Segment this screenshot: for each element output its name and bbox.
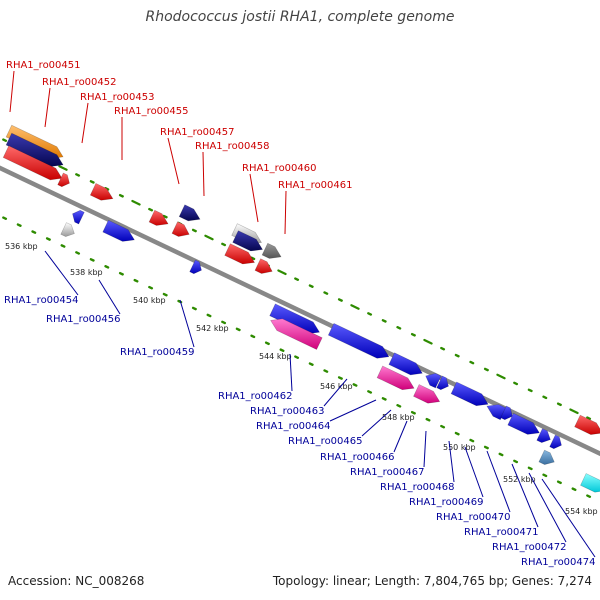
gene-red[interactable] bbox=[574, 414, 600, 435]
gene-label-forward[interactable]: RHA1_ro00453 bbox=[80, 92, 155, 103]
gene-red[interactable] bbox=[254, 258, 273, 274]
gene-navy[interactable] bbox=[232, 230, 263, 252]
leader-line bbox=[44, 87, 51, 128]
gene-label-reverse[interactable]: RHA1_ro00470 bbox=[436, 512, 511, 523]
tick-label: 550 kbp bbox=[443, 443, 476, 452]
gene-label-forward[interactable]: RHA1_ro00451 bbox=[6, 60, 81, 71]
gene-navy-bar[interactable] bbox=[5, 132, 64, 167]
gene-red[interactable] bbox=[148, 209, 169, 226]
leader-line bbox=[289, 353, 293, 392]
gene-label-reverse[interactable]: RHA1_ro00471 bbox=[464, 527, 539, 538]
leader-line bbox=[284, 190, 287, 235]
genome-info-text: Topology: linear; Length: 7,804,765 bp; … bbox=[272, 574, 592, 588]
gene-label-forward[interactable]: RHA1_ro00455 bbox=[114, 106, 189, 117]
leader-line bbox=[541, 478, 596, 558]
gene-blue-small[interactable] bbox=[500, 405, 513, 421]
gene-label-forward[interactable]: RHA1_ro00460 bbox=[242, 163, 317, 174]
gene-gray[interactable] bbox=[261, 242, 282, 259]
gene-label-reverse[interactable]: RHA1_ro00466 bbox=[320, 452, 395, 463]
gene-red[interactable] bbox=[89, 182, 114, 201]
gene-label-reverse[interactable]: RHA1_ro00454 bbox=[4, 295, 79, 306]
gene-label-reverse[interactable]: RHA1_ro00464 bbox=[256, 421, 331, 432]
gene-label-forward[interactable]: RHA1_ro00458 bbox=[195, 141, 270, 152]
gene-pink[interactable] bbox=[270, 318, 323, 350]
tick-label: 538 kbp bbox=[70, 268, 103, 277]
gene-blue[interactable] bbox=[327, 323, 390, 359]
leader-line bbox=[464, 446, 484, 498]
tick-label: 548 kbp bbox=[382, 413, 415, 422]
gene-blue-small[interactable] bbox=[436, 375, 449, 391]
gene-label-reverse[interactable]: RHA1_ro00474 bbox=[521, 557, 596, 568]
gene-red[interactable] bbox=[171, 221, 190, 237]
leader-line bbox=[393, 420, 408, 453]
gene-label-reverse[interactable]: RHA1_ro00459 bbox=[120, 347, 195, 358]
gene-label-reverse[interactable]: RHA1_ro00468 bbox=[380, 482, 455, 493]
tick-label: 542 kbp bbox=[196, 324, 229, 333]
gene-blue-small[interactable] bbox=[72, 209, 85, 225]
gene-blue[interactable] bbox=[269, 303, 320, 335]
gene-label-reverse[interactable]: RHA1_ro00462 bbox=[218, 391, 293, 402]
gene-blue[interactable] bbox=[450, 381, 489, 407]
leader-line bbox=[167, 137, 180, 185]
leader-line bbox=[323, 378, 348, 407]
tick-label: 554 kbp bbox=[565, 507, 598, 516]
gene-blue[interactable] bbox=[102, 219, 135, 242]
leader-line bbox=[361, 409, 392, 437]
leader-line bbox=[179, 299, 195, 348]
gene-cyan[interactable] bbox=[580, 473, 600, 493]
gene-pink[interactable] bbox=[413, 384, 441, 404]
leader-line bbox=[329, 399, 377, 422]
gene-red[interactable] bbox=[224, 243, 255, 265]
gene-label-reverse[interactable]: RHA1_ro00469 bbox=[409, 497, 484, 508]
leader-line bbox=[9, 70, 15, 113]
leader-line bbox=[486, 450, 511, 513]
tick-label: 546 kbp bbox=[320, 382, 353, 391]
gene-pink[interactable] bbox=[376, 365, 415, 391]
gene-blue-small[interactable] bbox=[536, 428, 551, 443]
gene-label-reverse[interactable]: RHA1_ro00465 bbox=[288, 436, 363, 447]
gene-steel[interactable] bbox=[538, 449, 555, 465]
gene-navy[interactable] bbox=[178, 204, 201, 222]
tick-label: 540 kbp bbox=[133, 296, 166, 305]
leader-line bbox=[511, 463, 539, 528]
tick-label: 552 kbp bbox=[503, 475, 536, 484]
accession-text: Accession: NC_008268 bbox=[8, 574, 145, 588]
gene-red-small[interactable] bbox=[57, 172, 70, 188]
reverse-tick-line bbox=[2, 216, 592, 498]
gene-label-reverse[interactable]: RHA1_ro00463 bbox=[250, 406, 325, 417]
gene-label-forward[interactable]: RHA1_ro00452 bbox=[42, 77, 117, 88]
gene-label-forward[interactable]: RHA1_ro00457 bbox=[160, 127, 235, 138]
gene-label-reverse[interactable]: RHA1_ro00467 bbox=[350, 467, 425, 478]
leader-line bbox=[98, 279, 121, 315]
gene-label-reverse[interactable]: RHA1_ro00472 bbox=[492, 542, 567, 553]
gene-silver-small[interactable] bbox=[60, 222, 75, 237]
map-title: Rhodococcus jostii RHA1, complete genome bbox=[145, 9, 455, 25]
gene-blue-small[interactable] bbox=[549, 434, 562, 450]
leader-line bbox=[528, 472, 567, 543]
gene-blue[interactable] bbox=[388, 352, 423, 376]
tick-label: 544 kbp bbox=[259, 352, 292, 361]
leader-line bbox=[202, 151, 205, 197]
tick-label: 536 kbp bbox=[5, 242, 38, 251]
gene-blue[interactable] bbox=[507, 412, 540, 435]
gene-blue-small[interactable] bbox=[425, 373, 442, 389]
gene-blue-small[interactable] bbox=[189, 259, 202, 275]
gene-red-bar[interactable] bbox=[2, 145, 63, 181]
leader-line bbox=[448, 440, 455, 483]
leader-line bbox=[44, 250, 79, 296]
gene-label-reverse[interactable]: RHA1_ro00456 bbox=[46, 314, 121, 325]
forward-tick-line bbox=[2, 138, 592, 420]
leader-line bbox=[81, 102, 89, 144]
gene-label-forward[interactable]: RHA1_ro00461 bbox=[278, 180, 353, 191]
leader-line bbox=[423, 430, 427, 468]
leader-line bbox=[249, 173, 259, 223]
